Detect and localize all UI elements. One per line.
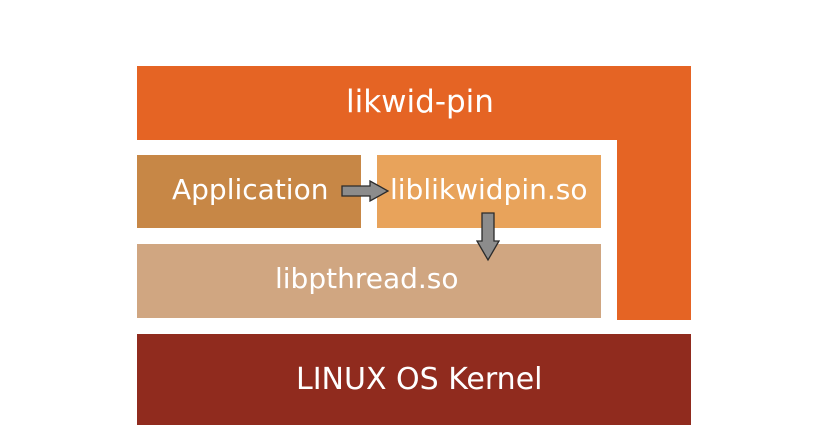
likwid-pin-label: likwid-pin xyxy=(346,84,494,120)
application-label: Application xyxy=(172,173,329,206)
arrow-right-icon xyxy=(341,180,390,202)
application-block xyxy=(137,155,361,228)
kernel-label: LINUX OS Kernel xyxy=(296,362,543,397)
libpthread-block xyxy=(137,244,601,318)
likwid-pin-band xyxy=(137,66,691,320)
arrow-down-icon xyxy=(476,212,500,262)
kernel-block xyxy=(137,334,691,425)
liblikwidpin-label: liblikwidpin.so xyxy=(390,173,588,206)
libpthread-label: libpthread.so xyxy=(275,262,459,295)
